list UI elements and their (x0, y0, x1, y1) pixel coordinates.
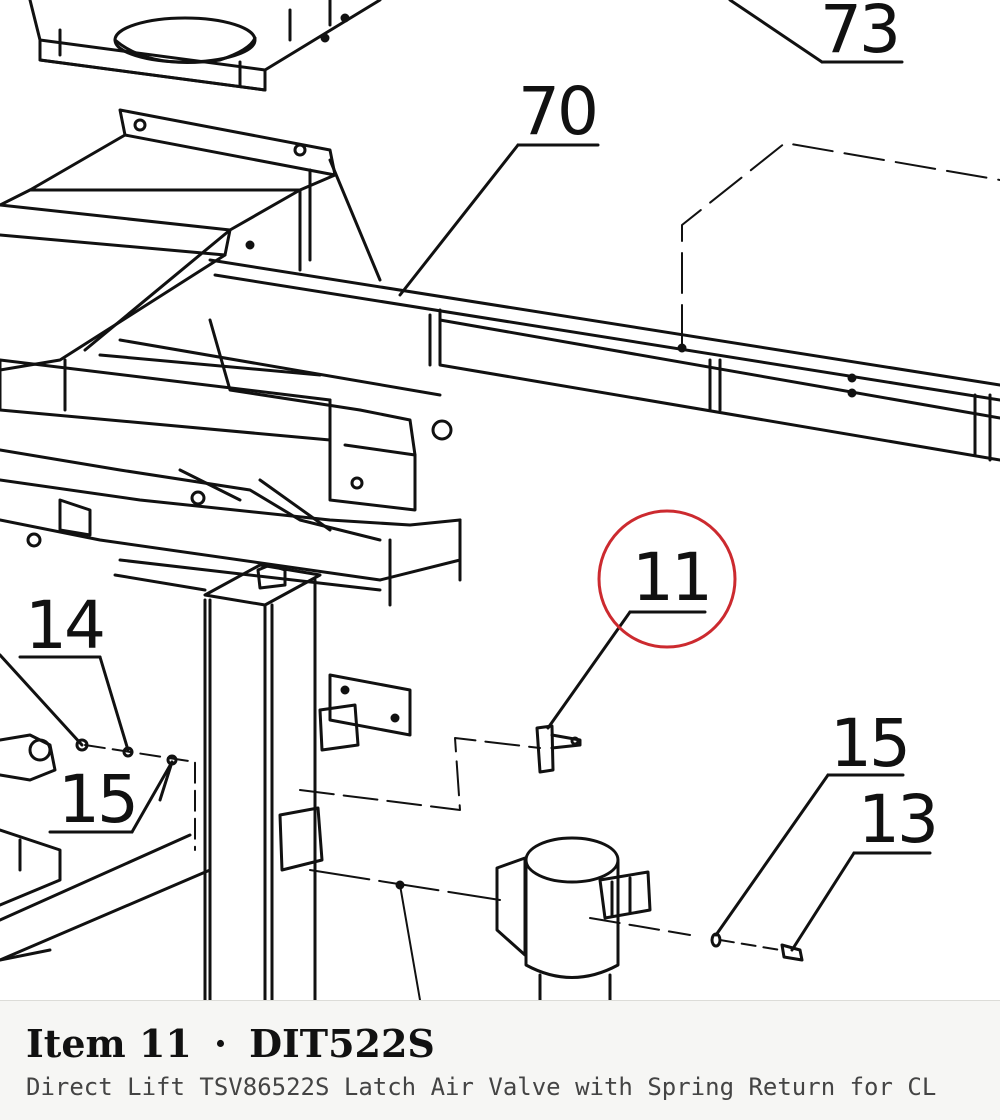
fan-housing-part (28, 0, 382, 92)
callout-15-left: 15 (48, 760, 174, 838)
highlight-circle (597, 509, 737, 649)
part-description: Direct Lift TSV86522S Latch Air Valve wi… (26, 1073, 937, 1101)
part-number: DIT522S (249, 1021, 435, 1066)
valve-explode-line (299, 737, 541, 811)
explode-dash-lines (681, 142, 1000, 346)
mounting-bracket-part (278, 673, 412, 872)
latch-air-valve-part (535, 724, 582, 774)
exploded-view-drawing: 73 (0, 0, 1000, 1000)
callout-70: 70 (398, 73, 600, 297)
callout-73: 73 (728, 0, 904, 68)
lift-column-part (113, 563, 322, 1000)
callout-70-label: 70 (518, 73, 596, 150)
item-label: Item 11 (26, 1021, 192, 1066)
caption-bar: Item 11 · DIT522S Direct Lift TSV86522S La… (0, 1000, 1000, 1120)
callout-11: 11 (546, 539, 713, 730)
callout-73-label: 73 (820, 0, 898, 68)
callout-15-left-label: 15 (58, 761, 136, 838)
pump-motor-part (309, 836, 804, 1000)
caption-title: Item 11 · DIT522S (26, 1021, 435, 1066)
callout-15-right: 15 (714, 705, 911, 937)
parts-diagram: 73 (0, 0, 1000, 1000)
callout-15-right-label: 15 (830, 705, 908, 782)
callout-13: 13 (790, 781, 939, 952)
callout-14-label: 14 (25, 587, 103, 664)
lift-arm-beam (208, 258, 1000, 462)
callout-13-label: 13 (858, 781, 936, 858)
callout-14: 14 (0, 587, 130, 752)
lift-carriage-part (0, 108, 462, 607)
callout-11-label: 11 (632, 539, 710, 616)
title-separator: · (213, 1021, 228, 1066)
